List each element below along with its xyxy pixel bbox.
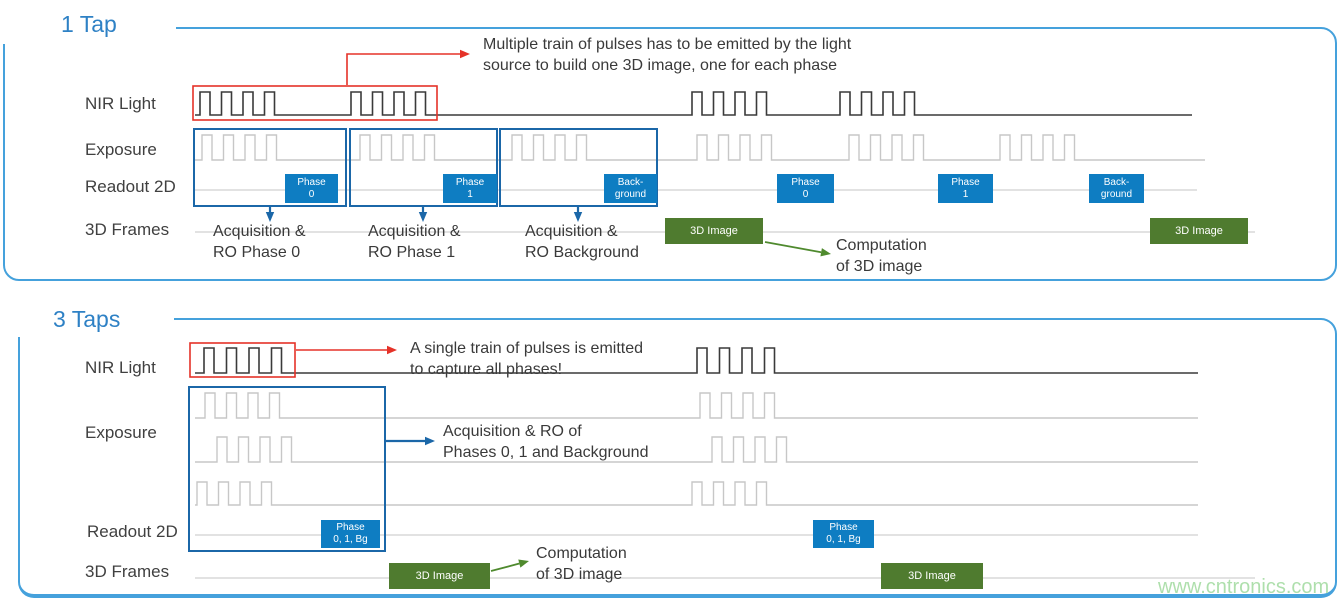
acq-line: Acquisition & RO of	[443, 423, 582, 440]
section-1tap-frame	[3, 27, 1337, 281]
s1-phase1-group-box	[349, 128, 498, 207]
frame-badge-3d-image-4: 3D Image	[881, 563, 983, 589]
s1-phase0-group-box	[193, 128, 347, 207]
s1-note-arrow-head	[460, 49, 470, 59]
computation-line: Computation	[836, 237, 927, 254]
note-line: Multiple train of pulses has to be emitt…	[483, 36, 852, 53]
row-label-nir-light-1: NIR Light	[85, 94, 156, 113]
acquisition-label-phase1: Acquisition & RO Phase 1	[368, 221, 461, 263]
s2-nir-highlight-box	[189, 342, 296, 378]
row-label-frames-1: 3D Frames	[85, 220, 170, 239]
badge-line: 0, 1, Bg	[826, 534, 861, 545]
acq-line: RO Phase 0	[213, 244, 301, 261]
s1-nir-highlight-box	[192, 85, 438, 121]
note-line: source to build one 3D image, one for ea…	[483, 57, 838, 74]
acq-line: RO Phase 1	[368, 244, 456, 261]
row-label-nir-light-2: NIR Light	[85, 358, 156, 377]
s1-computation-arrow	[764, 241, 822, 254]
readout-badge-background-left: Back- ground	[604, 174, 657, 203]
computation-line: of 3D image	[536, 566, 623, 583]
s2-exposure2-waveform	[195, 436, 1198, 463]
frame-badge-3d-image-2: 3D Image	[1150, 218, 1248, 244]
note-line: A single train of pulses is emitted	[410, 340, 644, 357]
s1-exposure-waveform	[195, 134, 1205, 161]
acq-line: RO Background	[525, 244, 639, 261]
acq-line: Acquisition &	[525, 223, 618, 240]
readout-badge-all-phases-right: Phase 0, 1, Bg	[813, 520, 874, 548]
note-line: to capture all phases!	[410, 361, 563, 378]
computation-line: of 3D image	[836, 258, 923, 275]
s1-acq-arrow-2-head	[573, 212, 583, 222]
badge-line: 1	[467, 188, 473, 200]
badge-line: ground	[1100, 188, 1133, 200]
readout-badge-all-phases-left: Phase 0, 1, Bg	[321, 520, 380, 548]
row-label-exposure-2: Exposure	[85, 423, 157, 442]
s1-background-group-box	[499, 128, 658, 207]
frame-badge-3d-image-1: 3D Image	[665, 218, 763, 244]
s2-acq-arrow-head	[425, 436, 435, 446]
badge-line: 0, 1, Bg	[333, 534, 368, 545]
section-1tap-title: 1 Tap	[0, 0, 176, 44]
badge-line: Phase	[336, 522, 365, 533]
note-multiple-trains: Multiple train of pulses has to be emitt…	[483, 34, 851, 76]
badge-line: Back-	[617, 176, 644, 188]
s2-exposure-group-box	[188, 386, 386, 552]
row-label-readout-2: Readout 2D	[87, 522, 178, 541]
section-3taps-frame	[18, 318, 1337, 598]
s2-computation-arrow-head	[518, 559, 529, 568]
acquisition-label-phase0: Acquisition & RO Phase 0	[213, 221, 306, 263]
frame-badge-3d-image-3: 3D Image	[389, 563, 490, 589]
acq-line: Phases 0, 1 and Background	[443, 444, 649, 461]
computation-note-2: Computation of 3D image	[536, 543, 627, 585]
readout-badge-phase1-right: Phase 1	[938, 174, 993, 203]
badge-line: Back-	[1103, 176, 1130, 188]
watermark: www.cntronics.com	[1158, 576, 1330, 598]
s1-acq-arrow-0-head	[265, 212, 275, 222]
readout-badge-phase0-right: Phase 0	[777, 174, 834, 203]
frame-badge-label: 3D Image	[908, 570, 956, 582]
s2-nir-waveform	[195, 347, 1198, 374]
s2-note-arrow-head	[387, 345, 397, 355]
badge-line: Phase	[455, 176, 485, 188]
section-3taps-title: 3 Taps	[16, 297, 174, 337]
badge-line: Phase	[951, 176, 980, 188]
acquisition-note-all-phases: Acquisition & RO of Phases 0, 1 and Back…	[443, 421, 648, 463]
readout-badge-phase1-left: Phase 1	[443, 174, 497, 203]
s2-exposure3-waveform	[195, 481, 1198, 506]
acquisition-label-background: Acquisition & RO Background	[525, 221, 639, 263]
note-single-train: A single train of pulses is emitted to c…	[410, 338, 643, 380]
row-label-exposure-1: Exposure	[85, 140, 157, 159]
frame-badge-label: 3D Image	[1175, 225, 1223, 237]
badge-line: 0	[308, 188, 315, 200]
row-label-readout-1: Readout 2D	[85, 177, 176, 196]
s2-exposure1-waveform	[195, 392, 1198, 419]
computation-note-1: Computation of 3D image	[836, 235, 927, 277]
readout-badge-phase0-left: Phase 0	[285, 174, 338, 203]
frame-badge-label: 3D Image	[690, 225, 738, 237]
badge-line: Phase	[297, 176, 326, 188]
computation-line: Computation	[536, 545, 627, 562]
readout-badge-background-right: Back- ground	[1089, 174, 1144, 203]
s2-computation-arrow	[490, 562, 520, 572]
row-label-frames-2: 3D Frames	[85, 562, 170, 581]
s1-note-arrow	[346, 53, 460, 85]
badge-line: 1	[962, 188, 969, 200]
badge-line: ground	[614, 188, 647, 200]
badge-line: Phase	[829, 522, 858, 533]
frame-badge-label: 3D Image	[415, 570, 464, 582]
acq-line: Acquisition &	[213, 223, 306, 240]
s1-acq-arrow-1-head	[418, 212, 428, 222]
s1-computation-arrow-head	[820, 248, 831, 257]
badge-line: 0	[802, 188, 809, 200]
acq-line: Acquisition &	[368, 223, 461, 240]
s1-nir-waveform	[195, 91, 1192, 116]
badge-line: Phase	[791, 176, 820, 188]
